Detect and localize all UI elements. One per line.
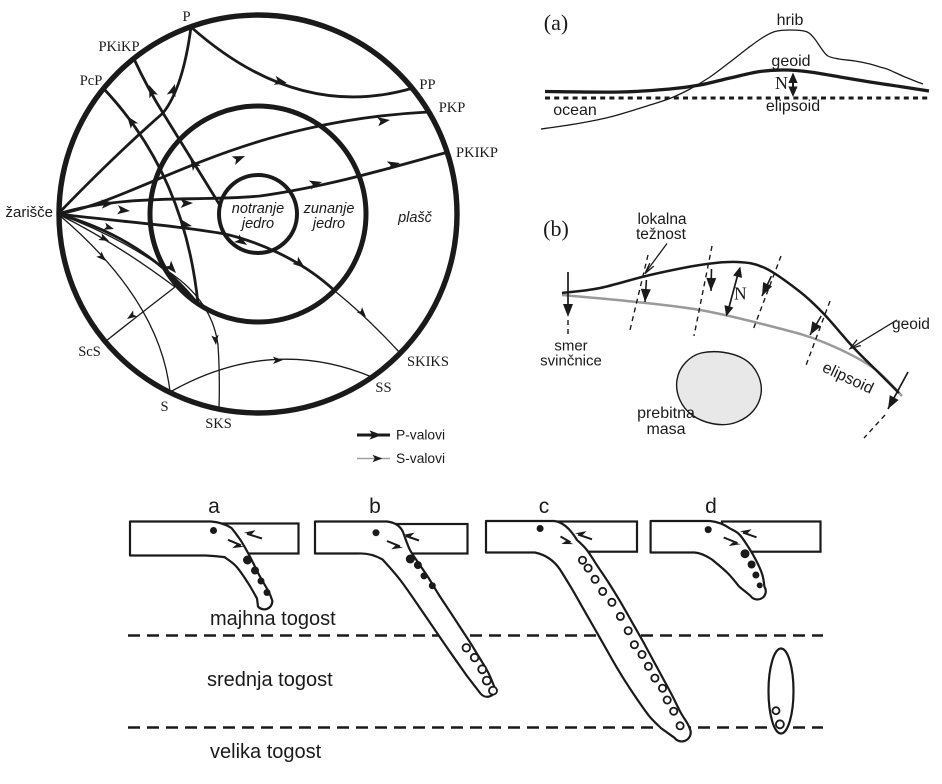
svg-text:S-valovi: S-valovi xyxy=(396,451,445,466)
svg-text:SKIKS: SKIKS xyxy=(407,354,449,370)
svg-text:svinčnice: svinčnice xyxy=(540,353,602,370)
svg-text:PcP: PcP xyxy=(80,73,103,89)
svg-text:PKIKP: PKIKP xyxy=(456,145,498,161)
svg-text:d: d xyxy=(705,495,717,518)
svg-text:(b): (b) xyxy=(543,216,569,241)
svg-text:masa: masa xyxy=(646,421,685,438)
svg-text:hrib: hrib xyxy=(777,12,804,29)
svg-text:N: N xyxy=(734,284,747,304)
svg-text:majhna togost: majhna togost xyxy=(210,608,336,630)
svg-text:velika togost: velika togost xyxy=(210,741,322,763)
svg-text:N: N xyxy=(775,73,788,93)
svg-text:P: P xyxy=(182,9,190,25)
svg-text:SKS: SKS xyxy=(205,416,232,432)
svg-text:P-valovi: P-valovi xyxy=(396,428,445,443)
svg-text:ScS: ScS xyxy=(78,344,101,360)
svg-text:(a): (a) xyxy=(544,10,568,35)
svg-text:lokalna: lokalna xyxy=(637,211,686,228)
svg-text:b: b xyxy=(369,495,381,518)
svg-text:SS: SS xyxy=(375,380,391,396)
svg-text:zunanje: zunanje xyxy=(303,201,355,217)
svg-text:smer: smer xyxy=(554,338,587,355)
svg-text:jedro: jedro xyxy=(311,216,345,232)
svg-text:srednja togost: srednja togost xyxy=(207,669,333,691)
svg-text:prebitna: prebitna xyxy=(637,405,695,422)
svg-text:a: a xyxy=(208,495,220,518)
svg-text:PKiKP: PKiKP xyxy=(98,39,139,55)
svg-text:PP: PP xyxy=(419,77,435,93)
svg-text:ocean: ocean xyxy=(553,102,597,119)
svg-text:jedro: jedro xyxy=(240,216,274,232)
svg-text:c: c xyxy=(539,495,550,518)
svg-text:notranje: notranje xyxy=(232,201,284,217)
svg-text:PKP: PKP xyxy=(439,100,466,116)
svg-text:težnost: težnost xyxy=(636,226,687,243)
svg-text:S: S xyxy=(160,399,168,415)
svg-text:elipsoid: elipsoid xyxy=(766,98,820,115)
svg-text:plašč: plašč xyxy=(397,210,433,226)
svg-text:geoid: geoid xyxy=(771,53,810,70)
svg-text:žarišče: žarišče xyxy=(5,204,53,221)
svg-text:geoid: geoid xyxy=(892,316,930,333)
